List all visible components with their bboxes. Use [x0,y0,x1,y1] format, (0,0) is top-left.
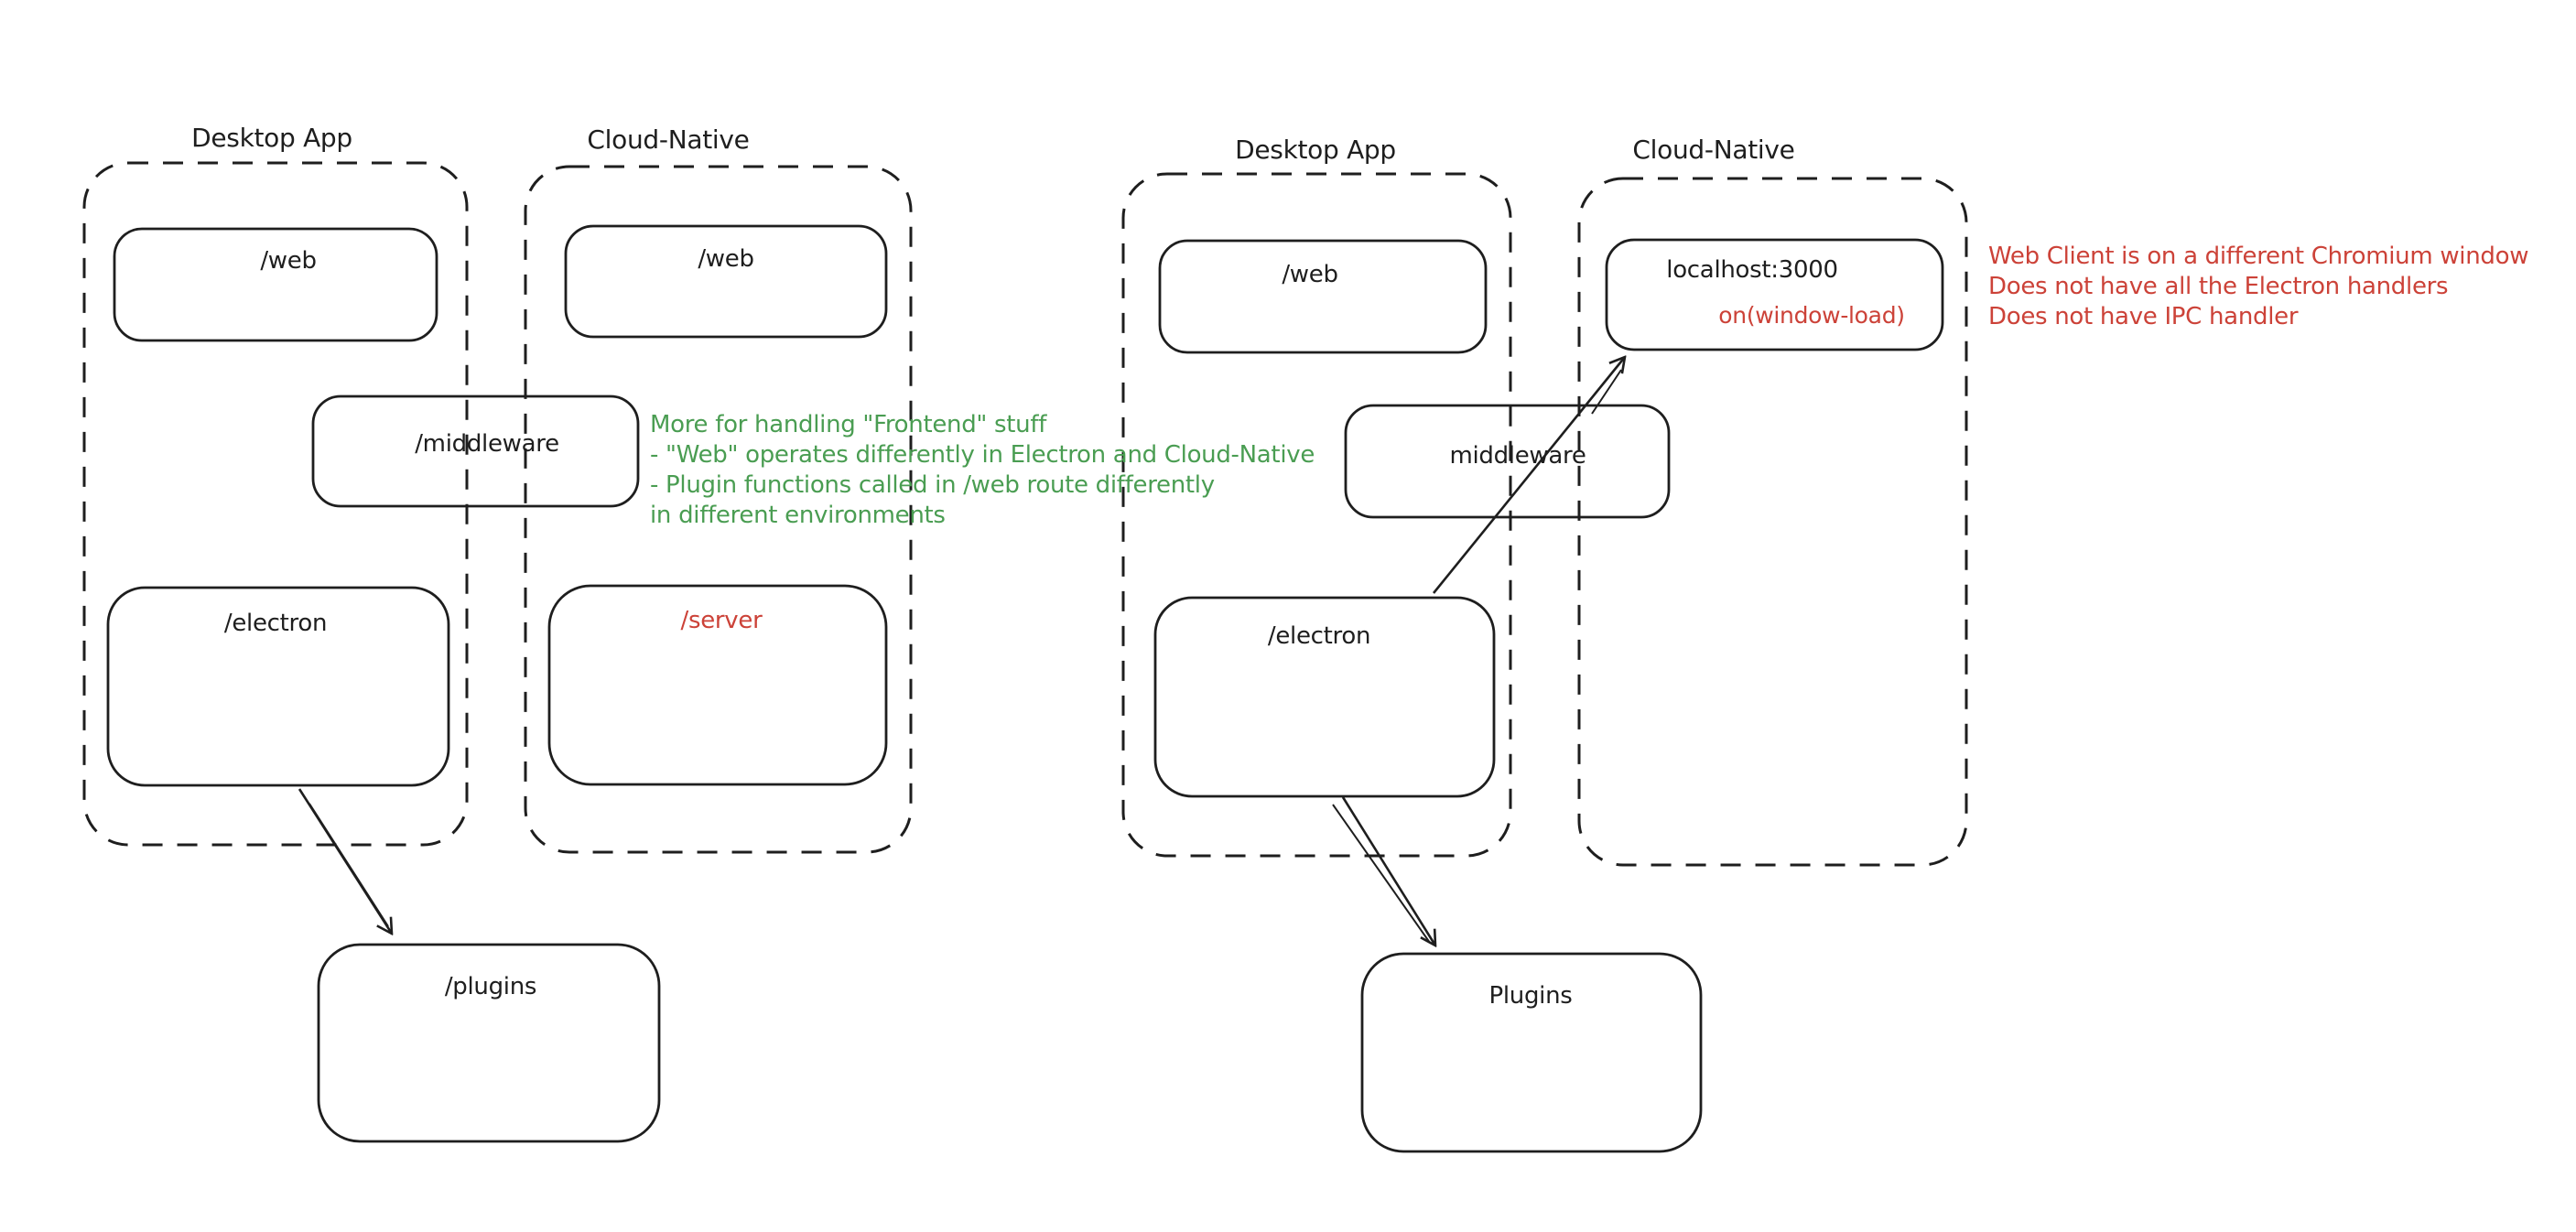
right-localhost-box [1605,238,1944,351]
left-desktop-app-container [82,161,469,847]
right-desktop-app-container [1121,172,1512,858]
right-cloud-native-label: Cloud-Native [1632,135,1795,165]
left-cloud-web-box [564,224,888,339]
left-green-annotation: More for handling "Frontend" stuff - "We… [650,410,1315,531]
right-plugins-box [1360,952,1703,1153]
left-plugins-box-label: /plugins [444,973,537,1000]
left-desktop-app-label: Desktop App [191,123,352,153]
right-middleware-box [1344,404,1671,519]
annotation-line: in different environments [650,502,946,529]
left-middleware-box-label: /middleware [415,430,559,458]
annotation-line: Does not have all the Electron handlers [1988,273,2449,300]
annotation-line: Web Client is on a different Chromium wi… [1988,243,2529,270]
left-electron-to-plugins-arrow-sketch-stroke [308,803,389,927]
left-electron-box [106,586,450,787]
right-localhost-box-label: localhost:3000 [1666,256,1838,284]
right-electron-to-plugins-arrow-sketch-stroke [1332,804,1431,944]
left-cloud-native-container [524,165,913,854]
annotation-line: - "Web" operates differently in Electron… [650,441,1315,469]
left-middleware-box [311,394,640,508]
left-server-box [547,584,888,786]
annotation-line: Does not have IPC handler [1988,303,2299,330]
right-plugins-box-label: Plugins [1488,982,1573,1010]
right-electron-to-localhost-arrow-sketch-stroke [1591,369,1622,415]
annotation-line: - Plugin functions called in /web route … [650,471,1215,499]
right-electron-to-plugins-arrow [1341,796,1435,946]
right-electron-to-localhost-arrow [1432,357,1625,594]
annotation-line: More for handling "Frontend" stuff [650,411,1047,438]
left-cloud-web-box-label: /web [698,245,754,273]
left-server-box-label: /server [680,607,763,634]
right-web-box-label: /web [1282,261,1338,288]
right-desktop-app-label: Desktop App [1235,135,1396,165]
right-electron-box-label: /electron [1267,622,1371,650]
left-web-box-label: /web [260,247,317,275]
left-electron-box-label: /electron [223,610,328,637]
left-cloud-native-label: Cloud-Native [587,124,750,155]
right-cloud-native-container [1577,177,1968,867]
right-electron-box [1153,596,1496,798]
right-red-annotation: Web Client is on a different Chromium wi… [1988,242,2528,332]
right-localhost-box-sublabel: on(window-load) [1718,302,1905,329]
right-middleware-box-label: middleware [1449,442,1586,470]
left-plugins-box [317,943,661,1143]
right-web-box [1158,239,1488,354]
left-web-box [113,227,438,342]
